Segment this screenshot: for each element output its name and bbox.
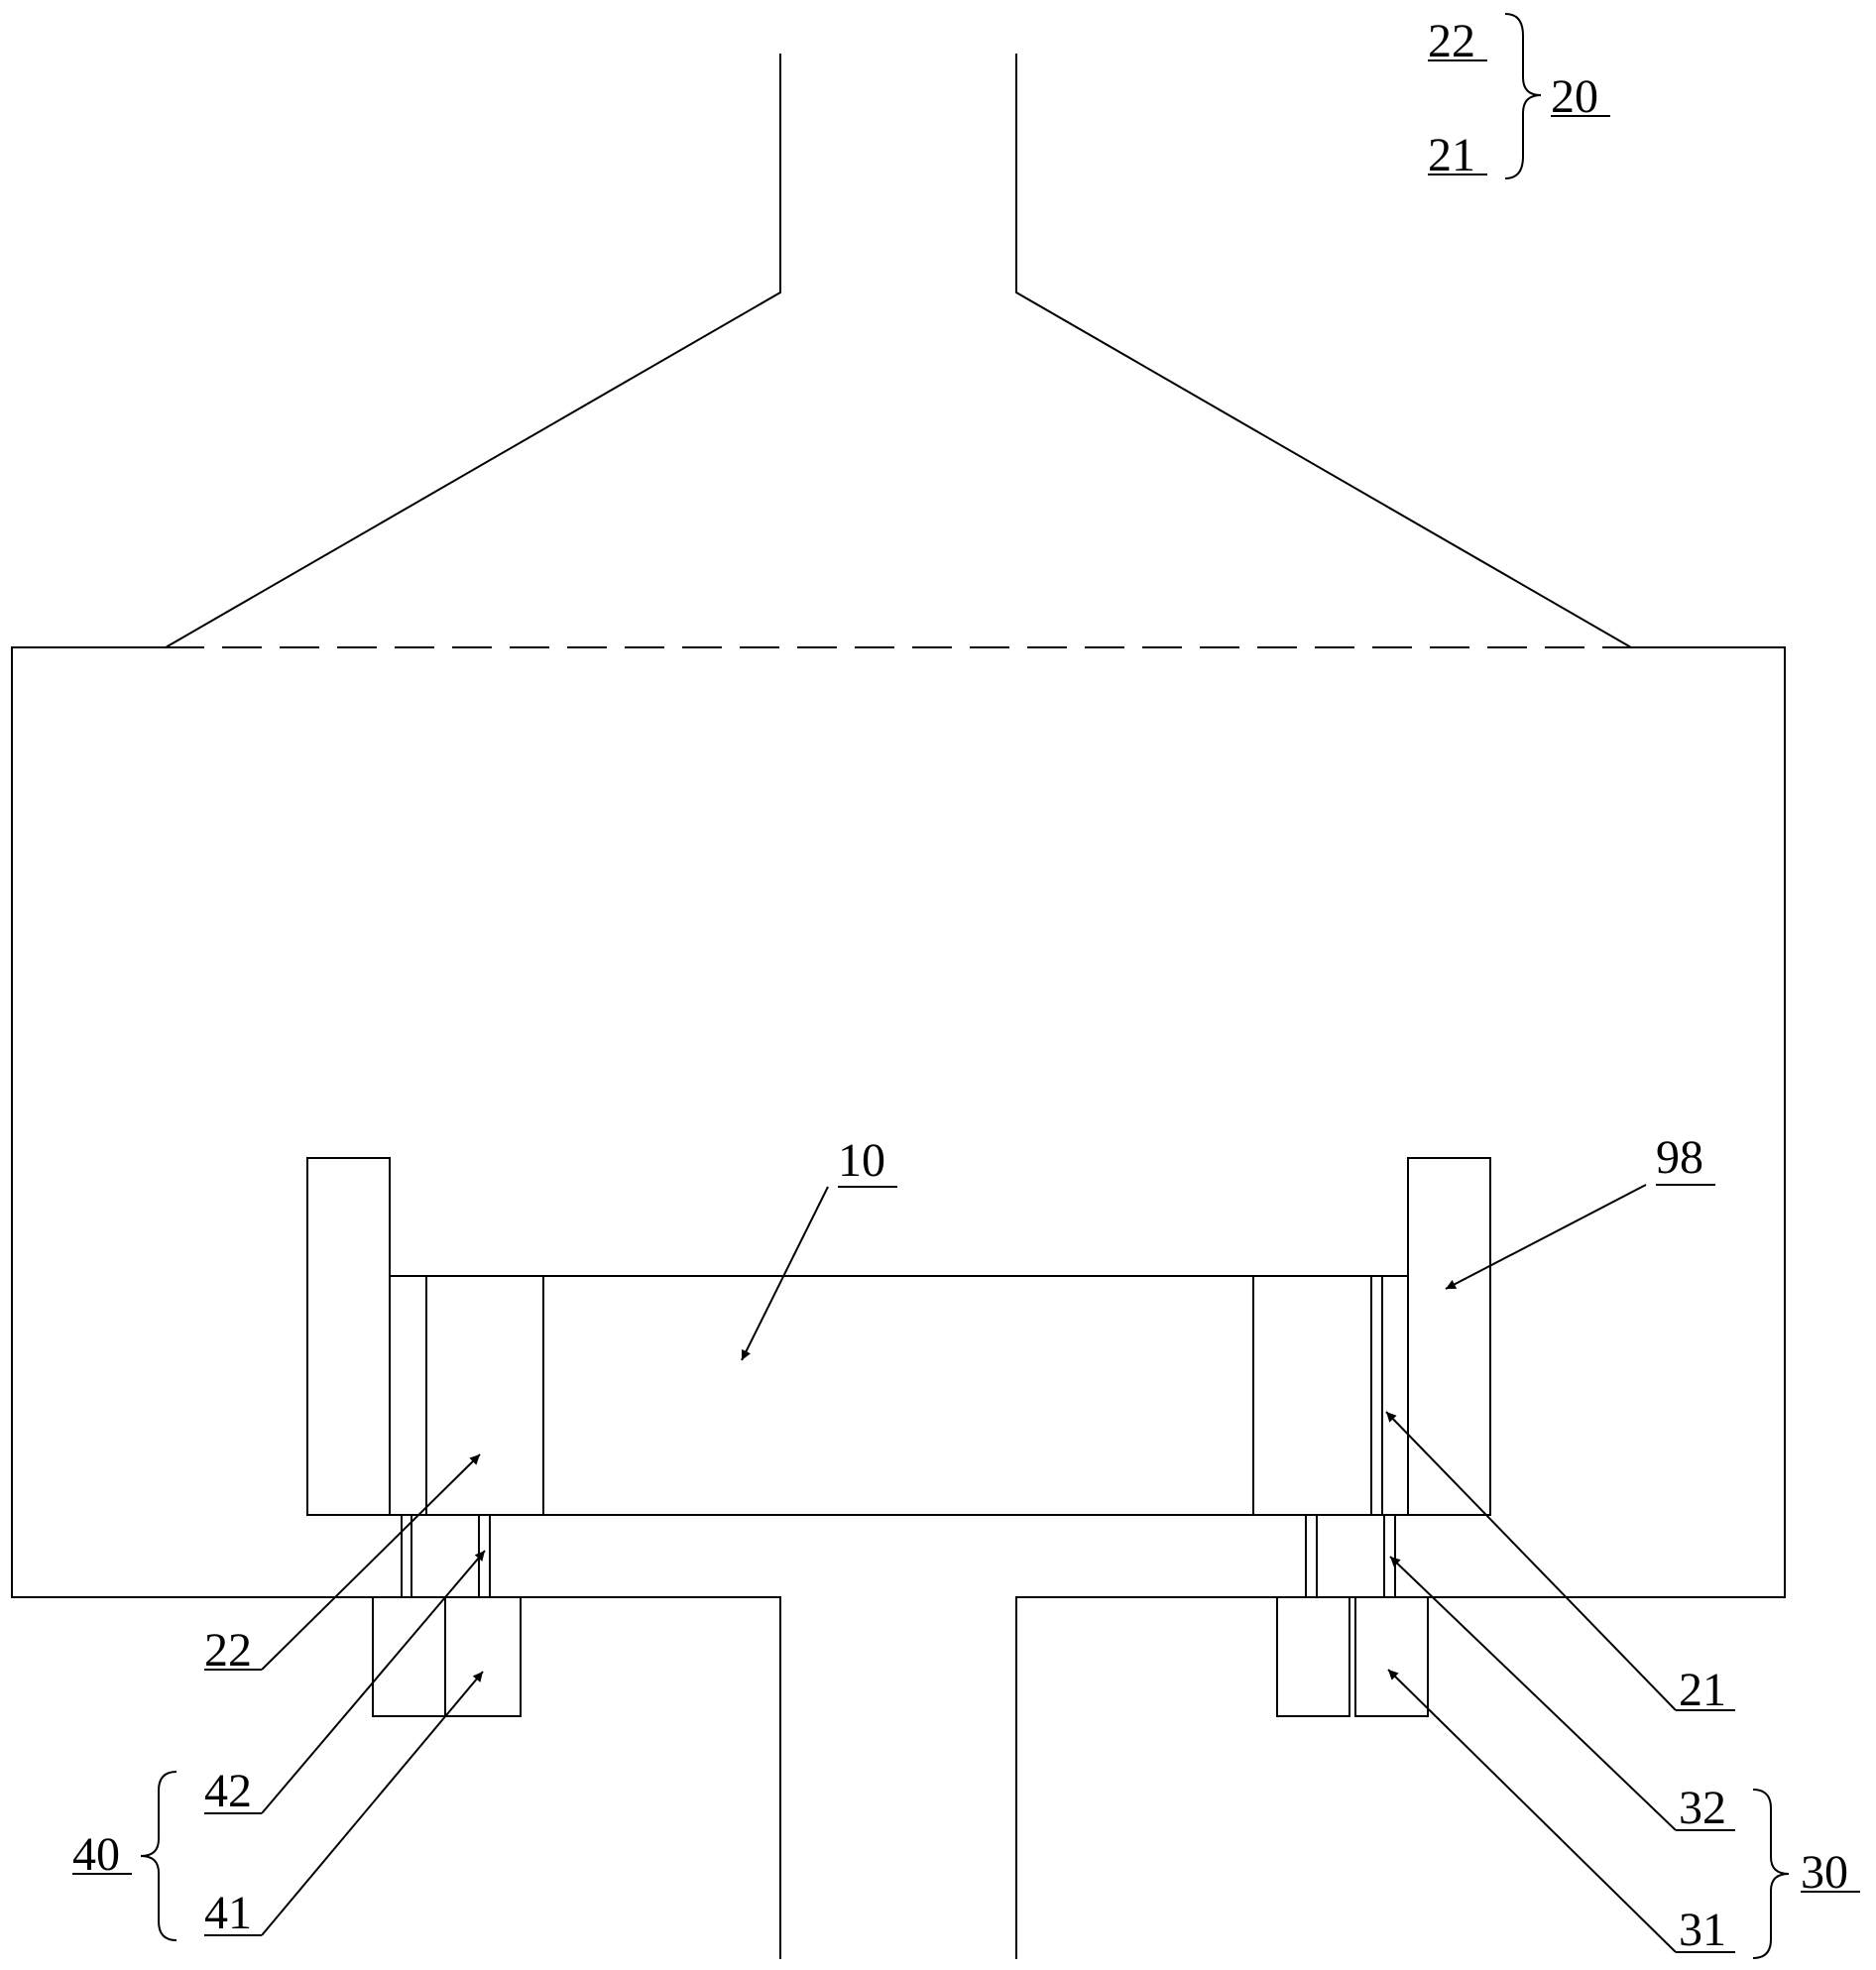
left-holder-block [306, 1157, 391, 1516]
leader-31 [1387, 1669, 1677, 1953]
callout-32: 32 [1389, 1556, 1735, 1834]
funnel-right-wall [1015, 54, 1633, 649]
component-10-assembly [306, 1157, 1491, 1516]
label-21: 21 [1679, 1664, 1726, 1716]
leader-21 [1385, 1411, 1677, 1711]
label-20: 20 [1551, 70, 1598, 123]
label-42: 42 [204, 1765, 252, 1817]
leader-98 [1445, 1184, 1647, 1290]
label-41: 41 [204, 1887, 252, 1939]
socket-31 [1354, 1596, 1429, 1717]
label-30: 30 [1801, 1846, 1848, 1899]
label-10: 10 [838, 1134, 885, 1187]
legend-40: 40 [72, 1771, 177, 1941]
right-terminal-group-30 [1276, 1514, 1429, 1717]
left-terminal-group-40 [372, 1514, 522, 1717]
socket-right-a [1276, 1596, 1350, 1717]
socket-41 [444, 1596, 522, 1717]
leader-32 [1389, 1556, 1677, 1831]
brace-40 [140, 1771, 177, 1941]
leader-41 [261, 1671, 484, 1936]
funnel-left-wall [164, 54, 781, 649]
label-22-legend: 22 [1428, 15, 1475, 67]
chamber-left-outline [11, 646, 781, 1959]
socket-left-a [372, 1596, 446, 1717]
label-21-legend: 21 [1428, 129, 1475, 181]
label-22: 22 [204, 1624, 252, 1677]
callout-31: 31 [1387, 1669, 1735, 1956]
top-funnel [164, 54, 1633, 649]
legend-20: 22 21 20 [1428, 13, 1610, 181]
label-31: 31 [1679, 1904, 1726, 1956]
callout-41: 41 [204, 1671, 484, 1939]
right-holder-block-98 [1407, 1157, 1491, 1516]
leader-22 [261, 1453, 481, 1671]
callout-21: 21 [1385, 1411, 1735, 1716]
callout-10: 10 [741, 1134, 897, 1361]
label-40: 40 [72, 1828, 120, 1881]
chamber-right-outline [1015, 646, 1786, 1959]
leader-10 [741, 1186, 829, 1361]
brace-20 [1504, 13, 1542, 179]
callout-42: 42 [204, 1550, 486, 1817]
leader-42 [261, 1550, 486, 1814]
label-32: 32 [1679, 1782, 1726, 1834]
legend-30: 30 [1752, 1789, 1860, 1959]
label-98: 98 [1656, 1131, 1703, 1184]
callout-22: 22 [204, 1453, 481, 1677]
callout-98: 98 [1445, 1131, 1715, 1290]
body-10 [389, 1275, 1409, 1516]
brace-30 [1752, 1789, 1790, 1959]
